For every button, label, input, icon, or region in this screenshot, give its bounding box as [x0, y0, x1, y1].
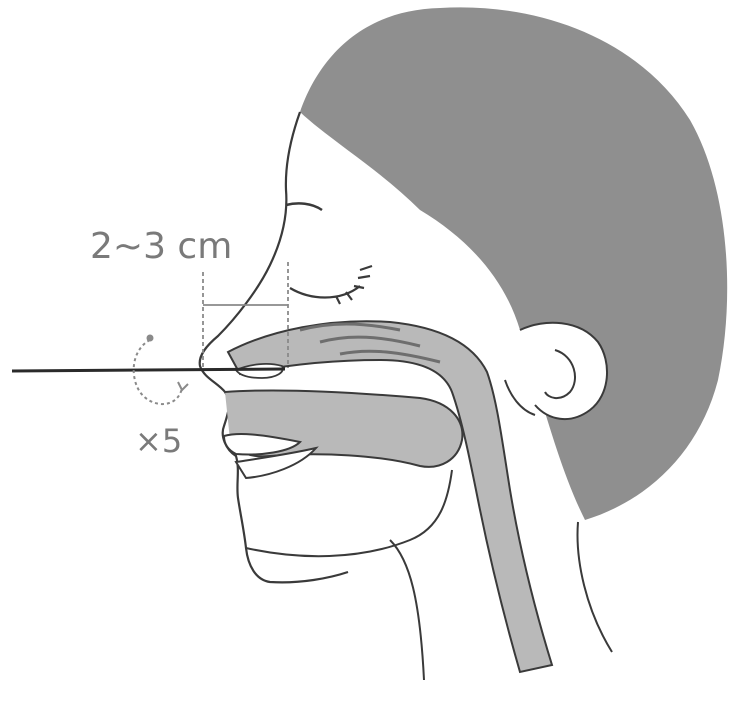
neck-front [390, 540, 424, 680]
closed-eye [290, 266, 372, 304]
oral-cavity [225, 390, 462, 466]
neck-back [578, 522, 612, 652]
rotation-count-label: ×5 [135, 422, 182, 460]
ear-lobe [505, 380, 535, 415]
jaw-line [246, 470, 452, 556]
insertion-depth-label: 2~3 cm [90, 226, 232, 267]
eyebrow [286, 203, 322, 210]
ear [520, 323, 607, 419]
nasal-swab [12, 369, 285, 371]
